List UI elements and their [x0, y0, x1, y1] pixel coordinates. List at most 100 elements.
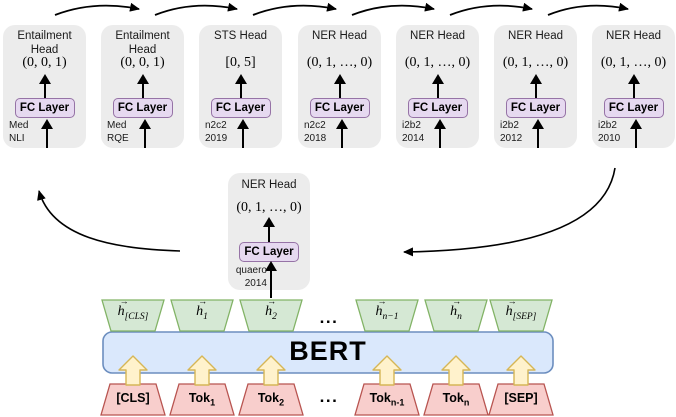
bert-label: BERT	[289, 336, 367, 366]
vector-arrow-icon: →	[377, 296, 387, 306]
hidden-state-subscript: n−1	[382, 311, 399, 322]
hidden-state-label: →h[SEP]	[489, 296, 553, 322]
dataset-label: n2c2 2019	[205, 120, 227, 145]
arrow-up-icon	[234, 74, 247, 98]
arrow-up-icon	[40, 119, 53, 148]
token-label: Tok1	[170, 391, 234, 408]
dataset-line1: n2c2	[304, 120, 326, 131]
head-output-vector: (0, 1, …, 0)	[502, 55, 569, 70]
token-subscript: 2	[279, 397, 285, 408]
head-output-vector: (0, 1, …, 0)	[306, 55, 373, 70]
token-text: Tok	[369, 391, 391, 405]
token-text: Tok	[442, 391, 464, 405]
hidden-state-symbol: h	[375, 304, 383, 319]
dataset-label: Med NLI	[9, 120, 28, 145]
head-title: NER Head	[508, 30, 563, 42]
vector-arrow-icon: →	[267, 296, 277, 306]
dataset-line1: Med	[107, 120, 127, 131]
task-head-card: NER Head (0, 1, …, 0) FC Layer n2c2 2018	[298, 25, 381, 148]
sequence-arc-arrow	[252, 2, 337, 16]
task-head-card: NER Head (0, 1, …, 0) FC Layer i2b2 2012	[494, 25, 577, 148]
hidden-state-label: →h2	[239, 296, 303, 322]
head-output-vector: (0, 0, 1)	[120, 55, 165, 70]
token-label: Tokn	[424, 391, 488, 408]
token-label: Tokn-1	[355, 391, 419, 408]
fc-layer-box: FC Layer	[112, 98, 173, 118]
token-text: Tok	[257, 391, 280, 405]
task-head-card: NER Head (0, 1, …, 0) FC Layer i2b2 2014	[396, 25, 479, 148]
dataset-line2: 2019	[205, 132, 228, 144]
hidden-state-subscript: 2	[272, 311, 277, 322]
dataset-line2: RQE	[107, 132, 129, 144]
hidden-state-label: →h1	[170, 296, 234, 322]
dataset-line1: i2b2	[402, 120, 421, 131]
dataset-line2: 2014	[244, 277, 267, 289]
arrow-up-icon	[136, 74, 149, 98]
task-head-card: NER Head (0, 1, …, 0) FC Layer i2b2 2010	[592, 25, 675, 148]
hidden-state-subscript: 1	[203, 311, 208, 322]
token-label: [CLS]	[101, 391, 165, 408]
vector-arrow-icon: →	[452, 296, 462, 306]
sequence-arc-arrow	[54, 2, 140, 16]
ellipsis-token-row: ...	[319, 387, 339, 406]
dataset-line1: i2b2	[598, 120, 617, 131]
fc-layer-box: FC Layer	[309, 98, 370, 118]
sequence-arc-arrow	[351, 2, 435, 16]
arrow-up-icon	[38, 74, 51, 98]
dataset-line2: 2012	[500, 132, 523, 144]
loop-curve-left	[37, 190, 181, 252]
dataset-label: Med RQE	[107, 120, 129, 145]
token-subscript: n-1	[390, 397, 405, 408]
head-output-vector: [0, 5]	[225, 55, 256, 70]
arrow-up-icon	[335, 119, 348, 148]
token-text: [SEP]	[504, 391, 538, 405]
loop-curve-right	[403, 167, 616, 257]
fc-layer-box: FC Layer	[239, 242, 299, 262]
head-title: Entailment Head	[17, 30, 72, 56]
arrow-up-icon	[236, 119, 249, 148]
dataset-label: n2c2 2018	[304, 120, 326, 145]
hidden-state-label: →hn−1	[355, 296, 419, 322]
arrow-up-icon	[138, 119, 151, 148]
hidden-state-label: →hn	[424, 296, 488, 322]
task-head-card: Entailment Head (0, 0, 1) FC Layer Med N…	[3, 25, 86, 148]
fc-layer-box: FC Layer	[14, 98, 75, 118]
head-title: Entailment Head	[115, 30, 170, 56]
head-output-vector: (0, 1, …, 0)	[236, 200, 302, 215]
arrow-up-icon	[627, 74, 640, 98]
dataset-line2: NLI	[9, 132, 25, 144]
loop-task-head-card: NER Head (0, 1, …, 0) FC Layer quaero 20…	[228, 173, 310, 298]
dataset-line1: i2b2	[500, 120, 519, 131]
hidden-state-subscript: n	[457, 311, 462, 322]
head-title: NER Head	[606, 30, 661, 42]
hidden-state-subscript: [SEP]	[512, 311, 537, 322]
fc-layer-box: FC Layer	[603, 98, 664, 118]
arrow-up-icon	[531, 119, 544, 148]
dataset-label: i2b2 2010	[598, 120, 620, 145]
sequence-arc-arrow	[547, 2, 629, 16]
dataset-label: i2b2 2012	[500, 120, 522, 145]
token-subscript: 1	[210, 397, 216, 408]
head-output-vector: (0, 1, …, 0)	[404, 55, 471, 70]
arrow-up-icon	[629, 119, 642, 148]
head-title: STS Head	[213, 30, 268, 42]
fc-layer-box: FC Layer	[210, 98, 271, 118]
head-title: NER Head	[410, 30, 465, 42]
dataset-line1: Med	[9, 120, 29, 131]
ellipsis-hidden-row: ...	[319, 308, 339, 327]
arrow-up-icon	[333, 74, 346, 98]
head-output-vector: (0, 1, …, 0)	[600, 55, 667, 70]
arrow-up-icon	[431, 74, 444, 98]
vector-arrow-icon: →	[198, 296, 208, 306]
token-label: Tok2	[239, 391, 303, 408]
hidden-state-subscript: [CLS]	[124, 311, 149, 322]
dataset-line1: quaero	[235, 265, 267, 276]
task-head-card: STS Head [0, 5] FC Layer n2c2 2019	[199, 25, 282, 148]
dataset-line2: 2010	[598, 132, 621, 144]
arrow-up-icon	[265, 261, 277, 298]
head-output-vector: (0, 0, 1)	[22, 55, 67, 70]
head-title: NER Head	[241, 179, 297, 191]
fc-layer-box: FC Layer	[407, 98, 468, 118]
arrow-up-icon	[263, 217, 275, 242]
